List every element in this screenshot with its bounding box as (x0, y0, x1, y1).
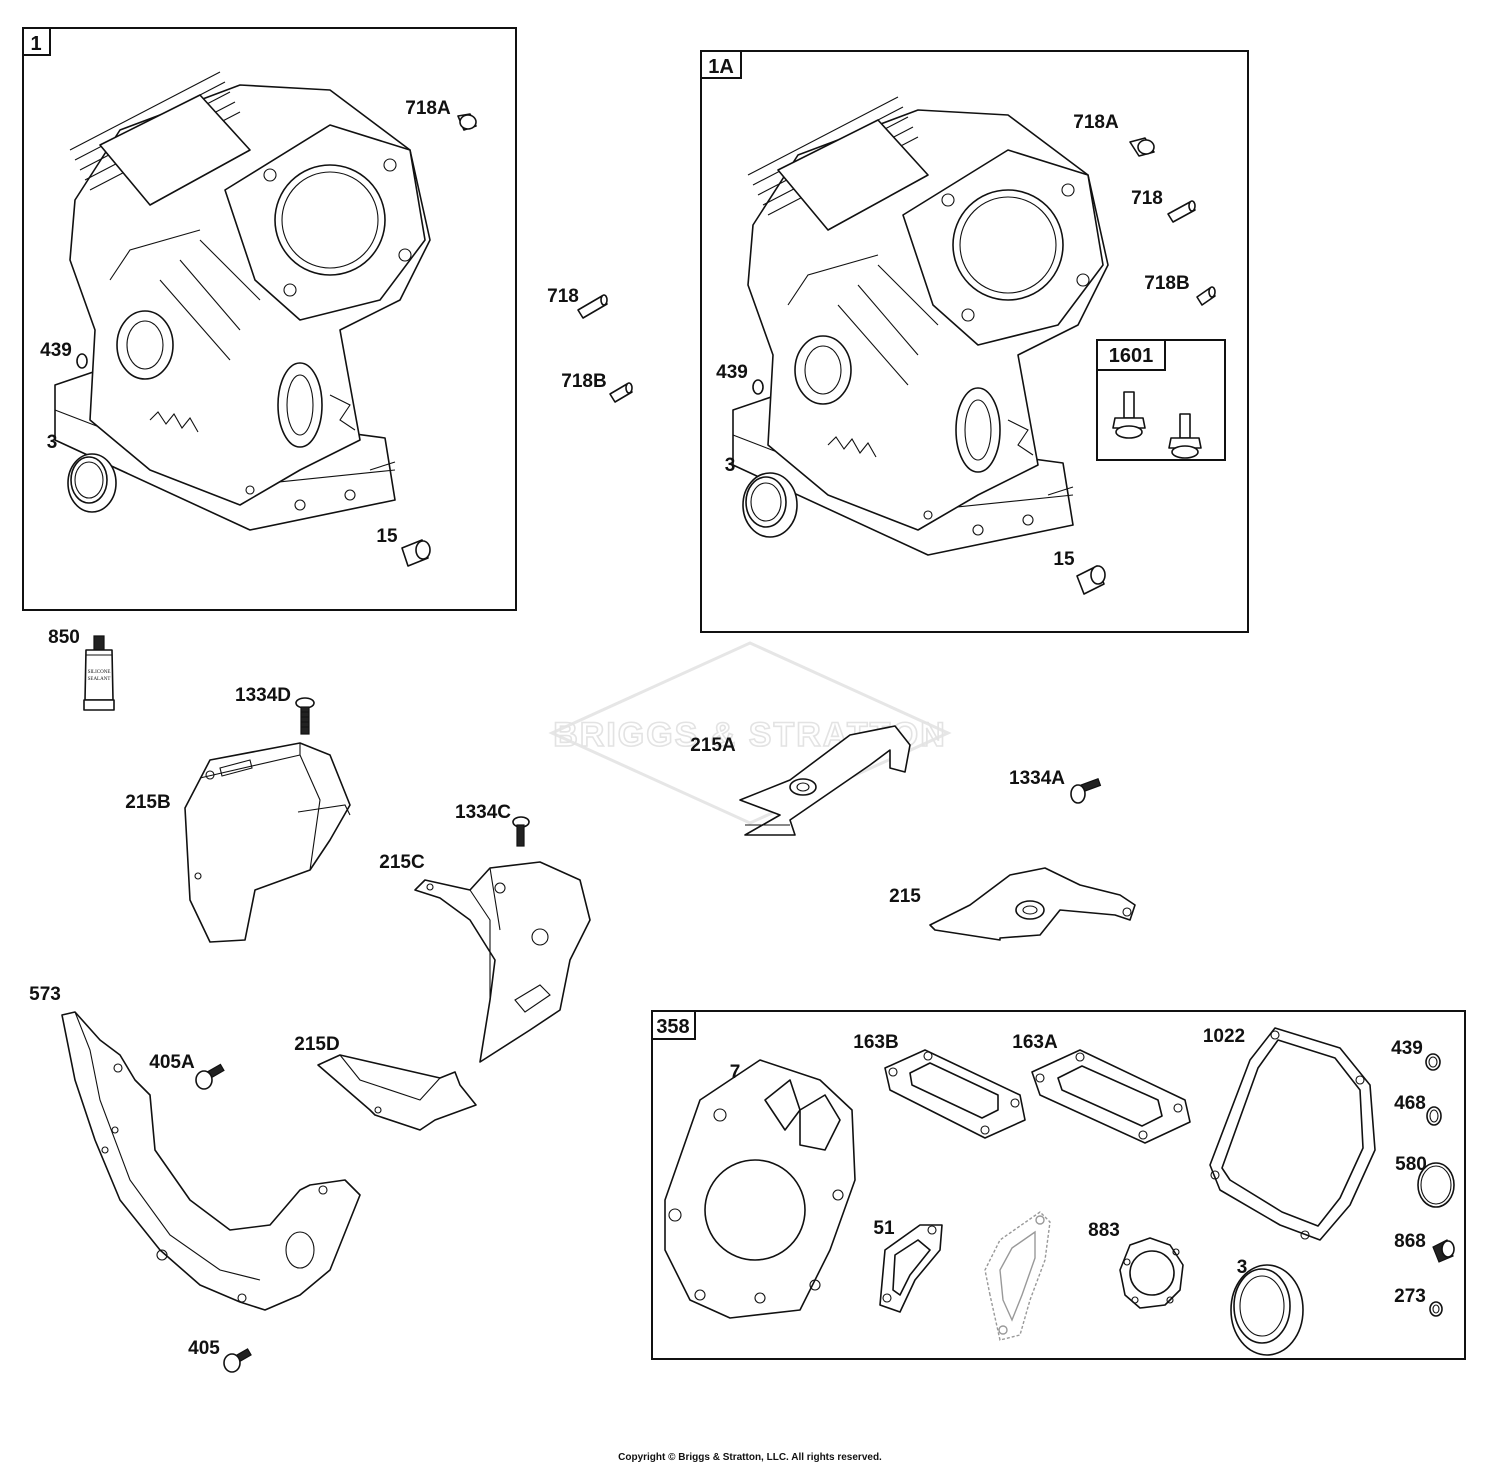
label-1334d: 1334D (235, 685, 291, 706)
part-883-gasket (1119, 1237, 1184, 1309)
label-405: 405 (188, 1338, 220, 1359)
part-718-mid (577, 294, 608, 319)
label-718a-1: 718A (405, 98, 451, 119)
part-405a-bolt (195, 1063, 225, 1090)
label-439-2: 439 (716, 362, 748, 383)
copyright-notice: Copyright © Briggs & Stratton, LLC. All … (618, 1452, 882, 1463)
label-718-2: 718 (1131, 188, 1163, 209)
label-850: 850 (48, 627, 80, 648)
label-573: 573 (29, 984, 61, 1005)
part-163a-gasket (1031, 1049, 1191, 1144)
part-1601-bolt-1 (1112, 391, 1146, 439)
label-580: 580 (1395, 1154, 1427, 1175)
label-163a: 163A (1012, 1032, 1058, 1053)
part-573-backplate (61, 1011, 361, 1311)
part-868 (1432, 1239, 1455, 1263)
label-883: 883 (1088, 1220, 1120, 1241)
label-468: 468 (1394, 1093, 1426, 1114)
box-1: 1 718A 439 3 15 (22, 27, 517, 611)
label-405a: 405A (149, 1052, 195, 1073)
part-7-head-gasket (664, 1059, 856, 1319)
label-215d: 215D (294, 1034, 339, 1055)
engine-block-1 (54, 71, 431, 531)
part-3-1 (67, 453, 117, 513)
box-358-label: 358 (656, 1016, 689, 1038)
label-439-3: 439 (1391, 1038, 1423, 1059)
part-1601-bolt-2 (1168, 413, 1202, 459)
part-grey-gasket (984, 1211, 1051, 1341)
label-868: 868 (1394, 1231, 1426, 1252)
label-1334c: 1334C (455, 802, 511, 823)
label-15-2: 15 (1053, 549, 1075, 570)
part-215-shield (929, 867, 1136, 941)
part-718b-mid (609, 382, 633, 403)
part-718b-2 (1196, 286, 1216, 306)
label-1334a: 1334A (1009, 768, 1065, 789)
label-718b-2: 718B (1144, 273, 1189, 294)
part-850-sealant-tube: SILICONE SEALANT (83, 635, 115, 711)
label-3-2: 3 (725, 455, 736, 476)
tube-text-2: SEALANT (88, 677, 111, 682)
part-15-1 (401, 539, 431, 567)
part-718a-2 (1129, 137, 1155, 157)
part-718-2 (1167, 200, 1196, 223)
label-163b: 163B (853, 1032, 898, 1053)
part-1022-rocker-gasket (1209, 1027, 1376, 1241)
part-51-gasket (879, 1224, 943, 1313)
label-215b: 215B (125, 792, 170, 813)
label-718a-2: 718A (1073, 112, 1119, 133)
box-1a-label: 1A (708, 56, 734, 78)
part-215d-shield (317, 1054, 477, 1131)
part-439-2 (752, 379, 764, 395)
box-1-label: 1 (30, 33, 41, 55)
tube-text-1: SILICONE (88, 670, 111, 675)
part-439-1 (76, 353, 88, 369)
part-468 (1426, 1106, 1442, 1126)
label-3-3: 3 (1237, 1257, 1248, 1278)
part-215a-shield (739, 725, 911, 836)
label-215a: 215A (690, 735, 736, 756)
label-15-1: 15 (376, 526, 398, 547)
part-163b-gasket (884, 1049, 1026, 1139)
part-215b-shield (184, 742, 351, 943)
label-3-1: 3 (47, 432, 58, 453)
label-215c: 215C (379, 852, 425, 873)
part-215c-shield (414, 861, 591, 1063)
part-1334c-bolt (512, 816, 530, 847)
label-273: 273 (1394, 1286, 1426, 1307)
part-1334d-bolt (295, 697, 315, 735)
part-718a-1 (457, 113, 477, 131)
part-3-2 (742, 472, 798, 538)
label-718b-mid: 718B (561, 371, 606, 392)
label-718-mid: 718 (547, 286, 579, 307)
part-580 (1417, 1162, 1455, 1208)
label-7: 7 (730, 1062, 741, 1083)
box-358: 358 7 163B (651, 1010, 1466, 1360)
label-1022: 1022 (1203, 1026, 1245, 1047)
part-3-3 (1230, 1264, 1304, 1356)
box-1a: 1A 718A 718 718B 1601 (700, 50, 1249, 633)
part-1334a-bolt (1070, 778, 1102, 804)
label-215: 215 (889, 886, 921, 907)
part-439-3 (1425, 1053, 1441, 1071)
part-15-2 (1076, 565, 1106, 595)
label-439-1: 439 (40, 340, 72, 361)
part-405-bolt (223, 1348, 252, 1373)
part-273 (1429, 1301, 1443, 1317)
label-51: 51 (873, 1218, 895, 1239)
box-1601-label: 1601 (1109, 345, 1154, 367)
